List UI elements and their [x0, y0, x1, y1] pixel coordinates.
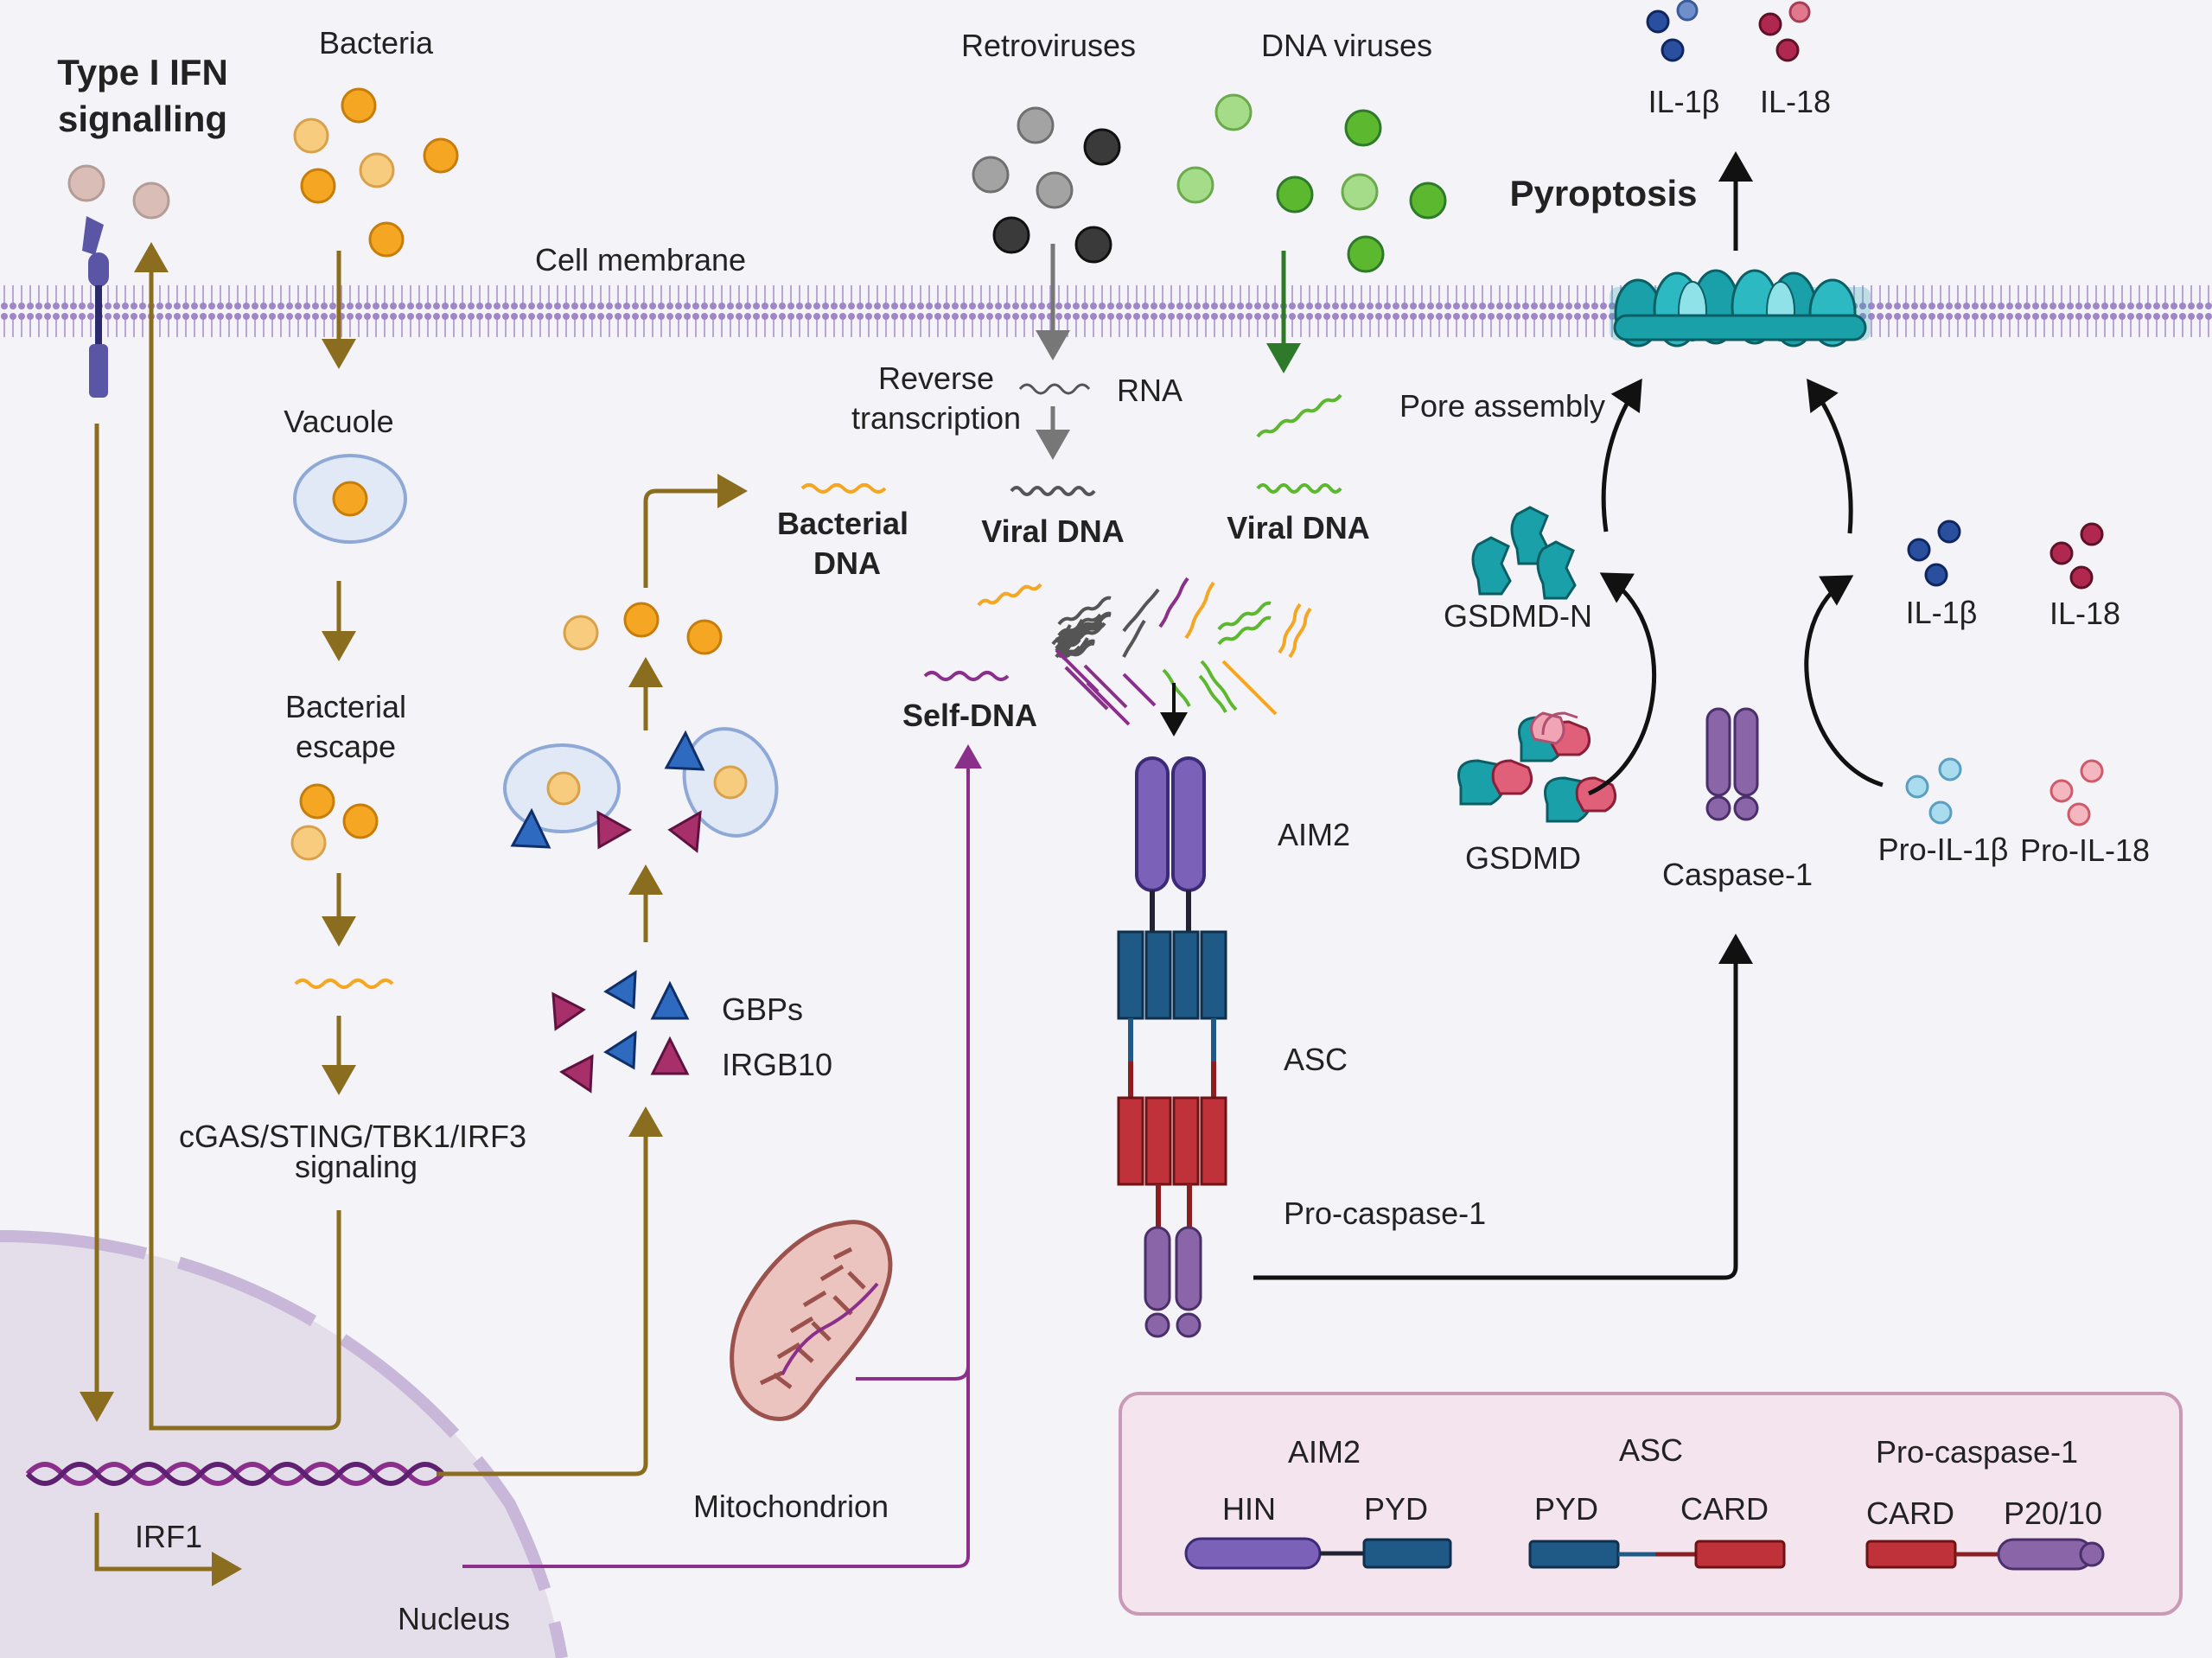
vacuole-label: Vacuole	[284, 404, 393, 439]
aim2-inflammasome	[1117, 756, 1227, 1338]
retroviral-dna-fragment	[1010, 486, 1096, 496]
pro-il-cleavage-arrow	[1804, 575, 1884, 788]
mitochondrion-label: Mitochondrion	[693, 1489, 889, 1524]
il18-top-label: IL-18	[1760, 84, 1831, 119]
bacteria-group	[293, 87, 459, 258]
bacterial-dna-fragment	[800, 483, 887, 494]
gsdmd-label: GSDMD	[1465, 840, 1581, 876]
ifn-receptor	[67, 164, 170, 398]
gbp-irgb10-group	[551, 970, 637, 1094]
bacteria-label: Bacteria	[319, 25, 434, 61]
bacterial-escape-label-2: escape	[296, 729, 396, 764]
nucleus-to-gbps-arrow	[437, 1106, 663, 1476]
pyroptosis-label: Pyroptosis	[1509, 173, 1697, 214]
pore-assembly-label: Pore assembly	[1399, 388, 1605, 424]
dna-virus-genome-fragment	[1256, 393, 1342, 438]
rna-label: RNA	[1117, 373, 1182, 408]
pro-il1b-molecules	[1905, 757, 1962, 825]
retrovirus-particles	[972, 106, 1121, 264]
dna-fragment-cloud	[977, 577, 1312, 726]
dna-virus-dna-fragment	[1256, 483, 1342, 494]
viral-dna-label-1: Viral DNA	[981, 513, 1124, 549]
pro-il1b-label: Pro-IL-1β	[1878, 832, 2009, 867]
to-bacterial-dna-arrow	[643, 474, 748, 588]
legend-asc-card: CARD	[1680, 1491, 1769, 1527]
pro-il18-label: Pro-IL-18	[2020, 832, 2150, 868]
bacterial-dna-label-1: Bacterial	[777, 506, 908, 541]
self-dna-label: Self-DNA	[902, 698, 1037, 733]
nucleus-to-self-dna-path	[462, 1366, 970, 1568]
legend-procasp-p10-domain	[2079, 1541, 2105, 1567]
il1b-released-molecules	[1646, 0, 1699, 62]
cell-membrane	[0, 285, 2212, 337]
aim2-label: AIM2	[1278, 817, 1350, 852]
mitochondrion	[730, 1220, 893, 1422]
legend-aim2-title: AIM2	[1288, 1434, 1361, 1470]
irgb10-legend-icon	[650, 1036, 690, 1075]
bacterial-dna-fragment-small	[294, 979, 394, 989]
nuclear-dna-helix	[25, 1462, 445, 1486]
bacterial-dna-label-2: DNA	[813, 545, 881, 581]
viral-dna-label-2: Viral DNA	[1227, 510, 1369, 545]
gsdmd-n-label: GSDMD-N	[1444, 598, 1592, 634]
procaspase-to-caspase-arrow	[1253, 934, 1753, 1280]
type1-ifn-title-2: signalling	[58, 99, 227, 139]
self-dna-fragment	[923, 671, 1010, 681]
legend-procasp-card-domain	[1865, 1540, 1957, 1569]
legend-asc-title: ASC	[1619, 1432, 1683, 1468]
legend-procasp-p20: P20/10	[2004, 1495, 2102, 1531]
nucleus-label: Nucleus	[398, 1601, 510, 1636]
legend-procasp-card: CARD	[1866, 1495, 1954, 1531]
pro-caspase1-label: Pro-caspase-1	[1284, 1196, 1486, 1231]
legend-procasp-title: Pro-caspase-1	[1876, 1434, 2078, 1470]
irf1-arrow	[94, 1513, 242, 1586]
il1b-mid-label: IL-1β	[1906, 595, 1978, 630]
legend-aim2-hin: HIN	[1222, 1491, 1276, 1527]
type1-ifn-title-1: Type I IFN	[57, 52, 228, 92]
gbps-label: GBPs	[722, 992, 803, 1027]
dna-viruses-label: DNA viruses	[1261, 28, 1432, 63]
pore-assembly-arrow-right	[1807, 378, 1853, 534]
cgas-loop-path	[149, 1210, 341, 1431]
gbp-legend-icon	[650, 980, 690, 1020]
retroviruses-label: Retroviruses	[961, 28, 1136, 63]
asc-label: ASC	[1284, 1042, 1348, 1077]
caspase1-label: Caspase-1	[1662, 857, 1813, 892]
gsdmd-cleavage-arrow	[1587, 572, 1657, 796]
cgas-label-1: cGAS/STING/TBK1/IRF3	[179, 1119, 526, 1154]
legend-procasp-p20-domain	[1997, 1538, 2094, 1571]
released-bacteria	[563, 602, 723, 655]
il1b-mid-molecules	[1907, 520, 1961, 587]
pro-il18-molecules	[2049, 759, 2104, 826]
rna-strand	[1018, 383, 1091, 395]
caspase1-dimer	[1705, 707, 1759, 821]
gsdmd-pore	[1610, 269, 1871, 348]
pore-assembly-arrow-left	[1601, 378, 1642, 532]
attacked-vacuoles	[503, 727, 779, 853]
domain-legend-box: AIM2 HIN PYD ASC PYD CARD Pro-caspase-1 …	[1119, 1392, 2183, 1616]
cell-membrane-label: Cell membrane	[535, 242, 746, 277]
vacuole	[293, 454, 407, 544]
legend-aim2-pyd: PYD	[1364, 1491, 1428, 1527]
irf1-label: IRF1	[135, 1519, 202, 1554]
cgas-label-2: signaling	[295, 1149, 418, 1184]
legend-asc-card-domain	[1694, 1540, 1786, 1569]
dna-virus-particles	[1176, 93, 1447, 273]
bacterial-escape-label-1: Bacterial	[285, 689, 406, 724]
gsdmd-n-fragments	[1471, 506, 1577, 600]
reverse-transcription-label-2: transcription	[851, 400, 1021, 436]
legend-asc-pyd-domain	[1528, 1540, 1620, 1569]
il18-mid-molecules	[2049, 522, 2104, 590]
il1b-top-label: IL-1β	[1648, 84, 1720, 119]
nucleus	[0, 1230, 568, 1658]
il18-mid-label: IL-18	[2049, 596, 2120, 631]
escaped-bacteria	[290, 783, 379, 861]
legend-asc-pyd: PYD	[1534, 1491, 1598, 1527]
legend-hin-domain	[1184, 1537, 1322, 1570]
legend-aim2-pyd-domain	[1362, 1538, 1452, 1569]
irgb10-label: IRGB10	[722, 1047, 832, 1082]
reverse-transcription-label-1: Reverse	[878, 360, 994, 396]
il18-released-molecules	[1758, 1, 1811, 62]
